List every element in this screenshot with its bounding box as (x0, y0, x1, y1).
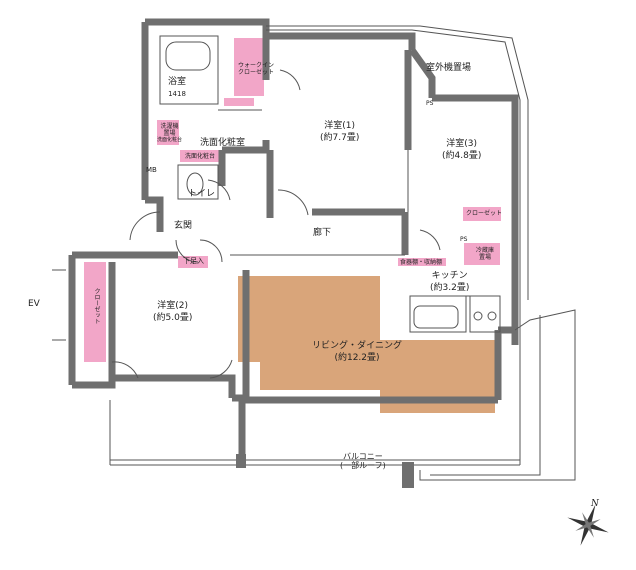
western1-label: 洋室(1) (約7.7畳) (320, 121, 360, 143)
walkin-closet-label: ウォークイン クローゼット (238, 62, 275, 76)
vanity-label: 洗面化粧室 (200, 138, 246, 148)
outdoor-unit-label: 室外機置場 (426, 63, 472, 73)
compass-rose (567, 504, 609, 546)
storage-label: 冷蔵庫 置場 (476, 247, 495, 261)
corridor-label: 廊下 (313, 228, 332, 238)
posts (236, 454, 414, 488)
living-floor (238, 276, 495, 413)
entrance-label: 玄関 (174, 221, 193, 231)
toilet-label: トイレ (188, 189, 216, 199)
western3-label: 洋室(3) (約4.8畳) (442, 139, 482, 161)
living-label: リビング・ダイニング (約12.2畳) (312, 341, 403, 363)
balcony-label: バルコニー (一部ルーフ) (340, 452, 386, 470)
ps1-label: PS (426, 100, 434, 107)
ev-label: EV (28, 299, 40, 309)
shoe-box-label: 下足入 (183, 257, 204, 265)
closet2-label: クローゼット (93, 288, 100, 324)
closet3-label: クローゼット (466, 210, 503, 217)
closet-areas (84, 38, 501, 362)
walls (68, 18, 519, 460)
laundry-label: 洗濯機 置場 洗面化粧台 (157, 123, 183, 143)
mb-label: MB (146, 166, 157, 174)
kitchen-label: キッチン (約3.2畳) (430, 271, 470, 293)
western2-label: 洋室(2) (約5.0畳) (153, 301, 193, 323)
thin-lines (52, 25, 576, 481)
bath-label: 浴室 1418 (168, 77, 187, 98)
ps2-label: PS (460, 236, 468, 243)
vanity-cabinet-label: 洗面化粧台 (185, 153, 216, 160)
pantry-label: 食器棚・収納棚 (400, 259, 443, 266)
compass-north-label: N (591, 499, 599, 509)
